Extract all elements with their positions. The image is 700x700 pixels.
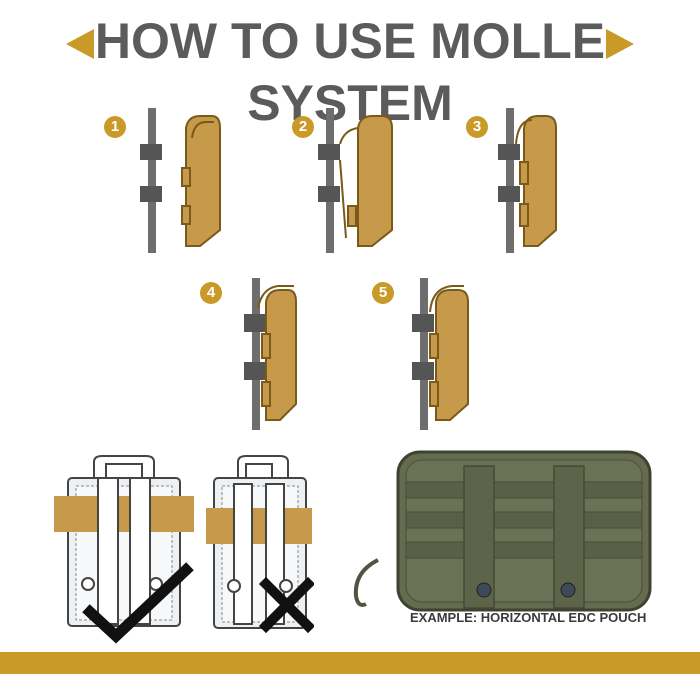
edc-pouch-photo [346, 448, 656, 618]
example-caption: EXAMPLE: HORIZONTAL EDC POUCH [410, 610, 647, 625]
triangle-left-icon [66, 29, 94, 59]
step-1-illustration [140, 108, 221, 253]
pouch-wrong-diagram [206, 455, 312, 629]
x-mark-icon [258, 576, 314, 634]
step-4: 4 [200, 278, 330, 430]
step-5-illustration [412, 278, 469, 430]
step-2: 2 [292, 108, 422, 258]
step-number-badge: 4 [200, 282, 222, 304]
step-4-illustration [244, 278, 297, 430]
step-3: 3 [466, 108, 596, 258]
bottom-accent-bar [0, 652, 700, 674]
wrong-mounting-illustration [204, 454, 314, 644]
checkmark-icon [82, 562, 194, 644]
correct-mounting-illustration [50, 454, 198, 644]
step-1: 1 [104, 108, 234, 258]
step-5: 5 [372, 278, 502, 430]
page-title: HOW TO USE MOLLE SYSTEM [94, 13, 606, 131]
step-number-badge: 3 [466, 116, 488, 138]
step-3-illustration [498, 108, 557, 253]
step-number-badge: 1 [104, 116, 126, 138]
step-number-badge: 5 [372, 282, 394, 304]
header: HOW TO USE MOLLE SYSTEM [0, 0, 700, 131]
step-2-illustration [318, 108, 393, 253]
step-number-badge: 2 [292, 116, 314, 138]
edc-pouch-image [353, 450, 652, 612]
triangle-right-icon [606, 29, 634, 59]
